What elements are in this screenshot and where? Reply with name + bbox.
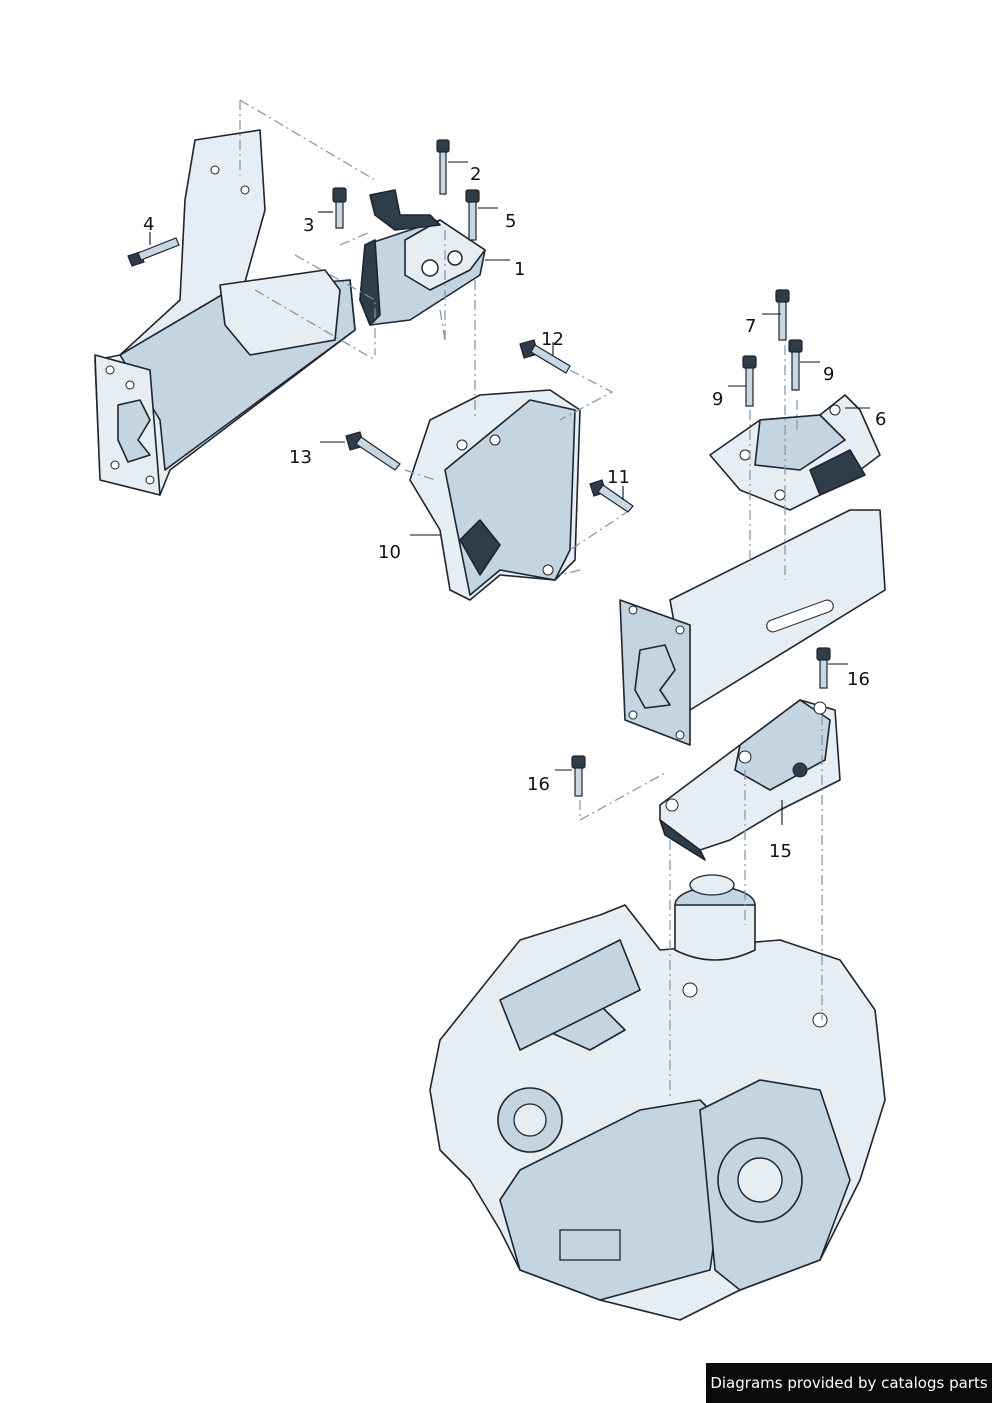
callout-7: 7 — [745, 316, 756, 337]
callout-leaders — [149, 161, 870, 825]
bolt-16-lower — [571, 755, 586, 797]
bolt-12 — [519, 339, 571, 374]
bolt-4 — [127, 237, 180, 267]
callout-11: 11 — [607, 467, 630, 488]
assembly-guide-lines — [239, 99, 823, 1100]
callout-3: 3 — [303, 215, 314, 236]
bolt-7 — [775, 289, 790, 341]
callout-1: 1 — [514, 259, 525, 280]
callout-9-left: 9 — [712, 389, 723, 410]
bolt-16-upper — [816, 647, 831, 689]
callout-16-upper: 16 — [847, 669, 870, 690]
gearbox-mount-6 — [709, 394, 881, 511]
bolt-13 — [345, 431, 401, 471]
right-chassis-rail — [619, 509, 886, 746]
gearbox-bracket-10 — [409, 389, 581, 601]
footer-credit: Diagrams provided by catalogs parts — [706, 1363, 992, 1403]
left-chassis-rail — [94, 129, 356, 496]
callout-16-lower: 16 — [527, 774, 550, 795]
callout-10: 10 — [378, 542, 401, 563]
bolt-9-right — [788, 339, 803, 391]
bolt-2 — [436, 139, 450, 195]
callout-9-right: 9 — [823, 364, 834, 385]
callout-5: 5 — [505, 211, 516, 232]
callout-2: 2 — [470, 164, 481, 185]
bolt-5 — [465, 189, 480, 241]
footer-credit-text: Diagrams provided by catalogs parts — [710, 1374, 988, 1392]
callout-4: 4 — [143, 214, 154, 235]
bolt-9-left — [742, 355, 757, 407]
callout-13: 13 — [289, 447, 312, 468]
callout-12: 12 — [541, 329, 564, 350]
bolt-11 — [589, 479, 634, 513]
callout-labels: 1 2 3 4 5 6 7 9 9 10 11 12 13 15 16 16 — [143, 164, 886, 862]
bolt-3 — [332, 187, 347, 229]
callout-6: 6 — [875, 409, 886, 430]
engine-mount-1 — [359, 189, 486, 326]
callout-15: 15 — [769, 841, 792, 862]
transmission-housing — [429, 874, 886, 1321]
gearbox-support-15 — [659, 699, 841, 861]
